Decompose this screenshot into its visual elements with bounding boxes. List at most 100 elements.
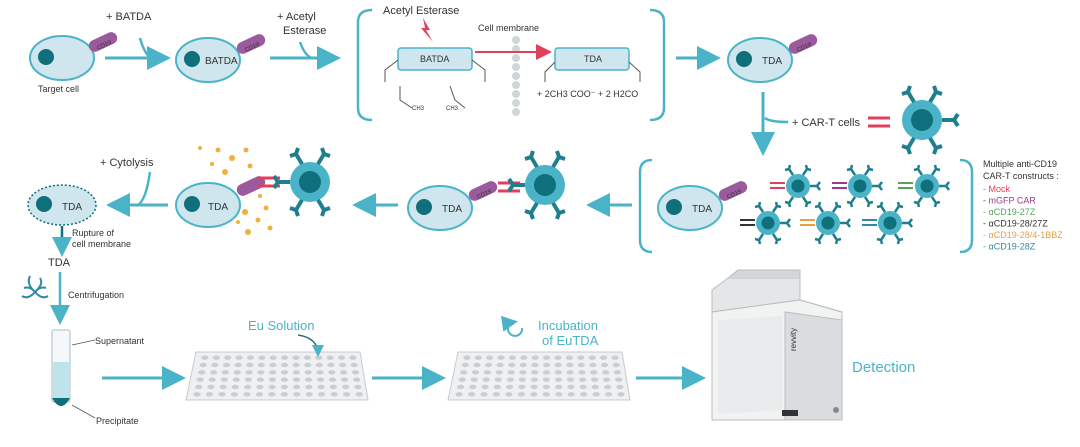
well (555, 392, 563, 397)
tda-label: TDA (692, 204, 712, 215)
well (531, 362, 539, 368)
ch3-label: CH3 (446, 106, 459, 112)
well (243, 392, 251, 397)
well (211, 362, 219, 368)
well (484, 362, 493, 368)
target-cell-1: CD19 (29, 32, 118, 81)
constructs-list: - Mock- mGFP CAR- αCD19-27Z- αCD19-28/27… (983, 184, 1063, 252)
well (588, 355, 596, 360)
well (615, 377, 623, 382)
bracket-right (959, 158, 974, 254)
well (318, 392, 326, 397)
arrow (137, 171, 152, 207)
well (257, 362, 265, 368)
well (351, 370, 360, 375)
byproducts-label: + 2CH3 COO⁻ + 2 H2CO (537, 89, 638, 99)
arrow (138, 37, 153, 60)
well (354, 384, 362, 390)
well (244, 377, 252, 382)
well (244, 384, 252, 390)
well (530, 384, 538, 390)
well (219, 384, 227, 390)
well (469, 384, 477, 390)
pipette-arrow (297, 334, 324, 357)
well (330, 392, 338, 397)
well (317, 384, 325, 390)
well (542, 370, 551, 375)
cart-variants (740, 163, 951, 246)
construct-item: - mGFP CAR (983, 196, 1036, 206)
well (304, 370, 312, 375)
plate-reader-instrument (711, 269, 843, 421)
well (480, 392, 488, 397)
well (315, 362, 323, 368)
well (316, 370, 324, 375)
membrane-beads (512, 36, 520, 116)
rupture-label-2: cell membrane (72, 239, 131, 249)
construct-item: - αCD19-28Z (983, 242, 1036, 252)
tda-free-label: TDA (48, 257, 71, 269)
well (208, 377, 216, 382)
well (268, 384, 276, 390)
well (293, 384, 301, 390)
well (565, 355, 573, 360)
centrifuge-icon (21, 275, 49, 299)
well (542, 384, 550, 390)
well (495, 370, 503, 375)
well (617, 392, 625, 397)
well (531, 355, 539, 360)
well (493, 384, 501, 390)
well (232, 377, 240, 382)
well (470, 377, 478, 382)
add-cart-label: + CAR-T cells (792, 117, 860, 129)
well (355, 392, 363, 397)
well (611, 355, 619, 360)
well (258, 355, 266, 360)
well (196, 377, 204, 382)
well (463, 355, 471, 360)
well (555, 384, 563, 390)
lightning-icon (421, 18, 433, 42)
well (554, 370, 562, 375)
incubation-icon (500, 315, 524, 337)
well (257, 370, 265, 375)
target-cell-tda-2: CD19 (657, 181, 748, 231)
well (603, 377, 611, 382)
well (530, 377, 538, 382)
well (494, 377, 502, 382)
well (342, 384, 350, 390)
well (337, 355, 346, 360)
well (222, 362, 231, 368)
well (209, 370, 218, 375)
pointer-line (71, 404, 96, 419)
well (577, 362, 585, 368)
car-receptor (868, 116, 890, 128)
well (326, 355, 334, 360)
tda-release-dots (198, 146, 273, 235)
cart-cell (507, 149, 567, 221)
well (341, 377, 349, 382)
tda-molecule (554, 47, 630, 71)
well (327, 362, 335, 368)
well (579, 384, 587, 390)
well (467, 392, 476, 397)
bracket-left (356, 8, 373, 122)
well (316, 377, 325, 382)
well (461, 362, 469, 368)
well (280, 362, 289, 368)
cell-membrane-label: Cell membrane (478, 23, 539, 33)
well (605, 392, 613, 397)
add-cytolysis-label: + Cytolysis (100, 157, 154, 169)
well (517, 392, 525, 397)
well (580, 392, 588, 397)
well (566, 377, 575, 382)
well (506, 377, 514, 382)
add-esterase-label-1: + Acetyl (277, 11, 316, 23)
well (268, 377, 276, 382)
well (496, 362, 504, 368)
well (613, 370, 622, 375)
well (220, 377, 228, 382)
well (343, 392, 351, 397)
well (231, 384, 239, 390)
